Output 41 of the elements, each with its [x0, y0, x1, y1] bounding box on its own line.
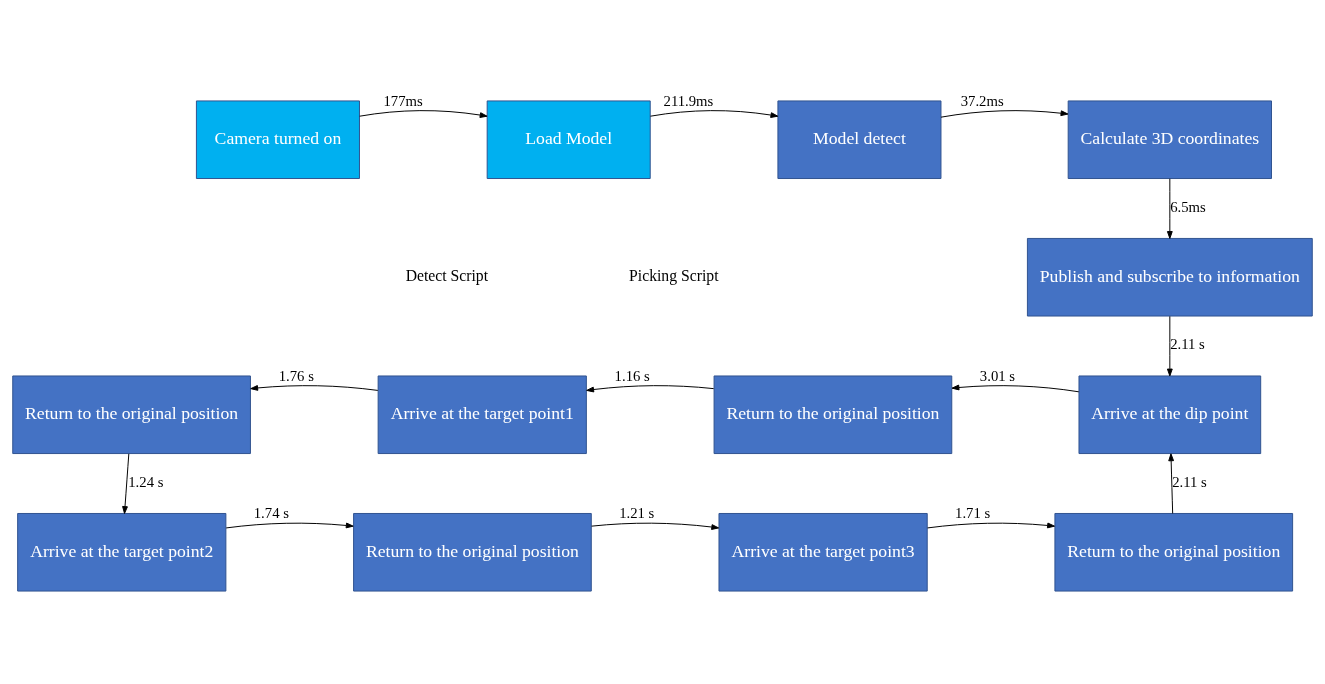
node-box: Load Model	[486, 99, 651, 179]
node-box: Camera turned on	[195, 99, 360, 179]
edge-label: 1.24 s	[128, 473, 164, 490]
node-box: Calculate 3D coordinates	[1067, 99, 1272, 179]
node-box: Return to the original position	[713, 374, 953, 454]
edge-label: 1.16 s	[614, 367, 650, 384]
edge-label: 211.9ms	[663, 92, 714, 109]
node-box: Model detect	[777, 99, 942, 179]
node-box: Arrive at the dip point	[1078, 374, 1262, 454]
node-box: Arrive at the target point3	[718, 512, 928, 592]
arrow	[122, 452, 130, 514]
node-box: Return to the original position	[12, 374, 251, 454]
node-box: Return to the original position	[1054, 512, 1294, 592]
arrow	[650, 109, 779, 118]
edge-label: 1.76 s	[278, 367, 314, 384]
edge-label: 2.11 s	[1170, 335, 1205, 352]
arrow	[591, 522, 720, 530]
arrow	[1166, 177, 1173, 239]
arrow	[359, 109, 488, 118]
label: Picking Script	[629, 266, 719, 284]
edge-label: 37.2ms	[960, 92, 1004, 109]
arrow	[927, 522, 1055, 528]
arrow	[951, 384, 1080, 392]
node-box: Return to the original position	[353, 512, 592, 592]
edge-label: 1.74 s	[253, 504, 289, 521]
arrow	[1166, 315, 1173, 376]
edge-label: 3.01 s	[979, 367, 1016, 384]
label: Detect Script	[405, 266, 489, 284]
node-box: Publish and subscribe to information	[1026, 237, 1313, 317]
arrow	[225, 522, 354, 528]
edge-label: 2.11 s	[1172, 473, 1207, 490]
arrow	[940, 109, 1069, 118]
node-box: Arrive at the target point2	[17, 512, 227, 592]
edge-label: 1.21 s	[619, 504, 655, 521]
arrow	[1168, 452, 1175, 514]
arrow	[250, 384, 379, 391]
edge-label: 177ms	[383, 92, 423, 109]
edge-label: 1.71 s	[955, 504, 991, 521]
arrow	[586, 384, 715, 392]
edge-label: 6.5ms	[1170, 198, 1206, 215]
node-box: Arrive at the target point1	[377, 374, 587, 454]
